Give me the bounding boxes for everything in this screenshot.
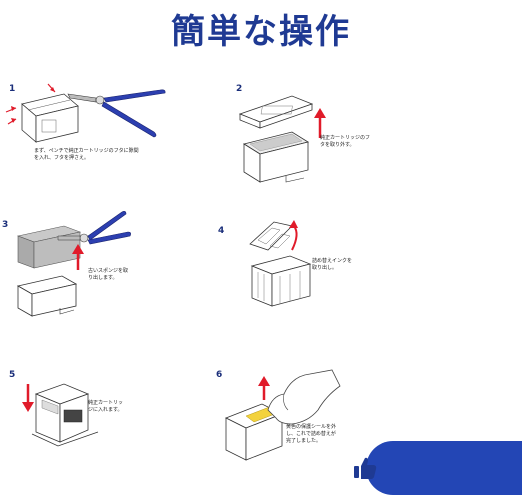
step-3-caption: 古いスポンジを取 り出します。: [88, 268, 129, 281]
step-3-illustration: [16, 211, 131, 317]
page-title: 簡単な操作: [171, 12, 351, 52]
step-5-illustration: [22, 383, 99, 447]
step-1-number: 1: [9, 84, 16, 94]
step-4-illustration: [249, 220, 312, 307]
step-4-number: 4: [218, 226, 225, 236]
thumbs-up-icon[interactable]: [352, 455, 378, 481]
step-3-number: 3: [2, 220, 9, 230]
step-6-number: 6: [216, 370, 223, 380]
like-button[interactable]: [366, 441, 522, 495]
step-2-illustration: [238, 95, 326, 183]
step-4-caption: 詰め替えインクを 取り出し。: [312, 258, 353, 271]
step-5-number: 5: [9, 370, 16, 380]
step-6-illustration: [225, 369, 341, 461]
step-1-illustration: [5, 83, 166, 143]
step-6-caption: 黄色の保護シールを外 し、これで詰め替えが 完了しました。: [286, 424, 337, 444]
step-5-caption: 純正カートリッ ジに入れます。: [88, 400, 124, 413]
step-1-caption: まず、ペンチで純正カートリッジのフタに隙間 を入れ、フタを押さえ。: [34, 148, 139, 161]
step-2-caption: 純正カートリッジのフ タを取り外す。: [320, 135, 371, 148]
step-2-number: 2: [236, 84, 243, 94]
